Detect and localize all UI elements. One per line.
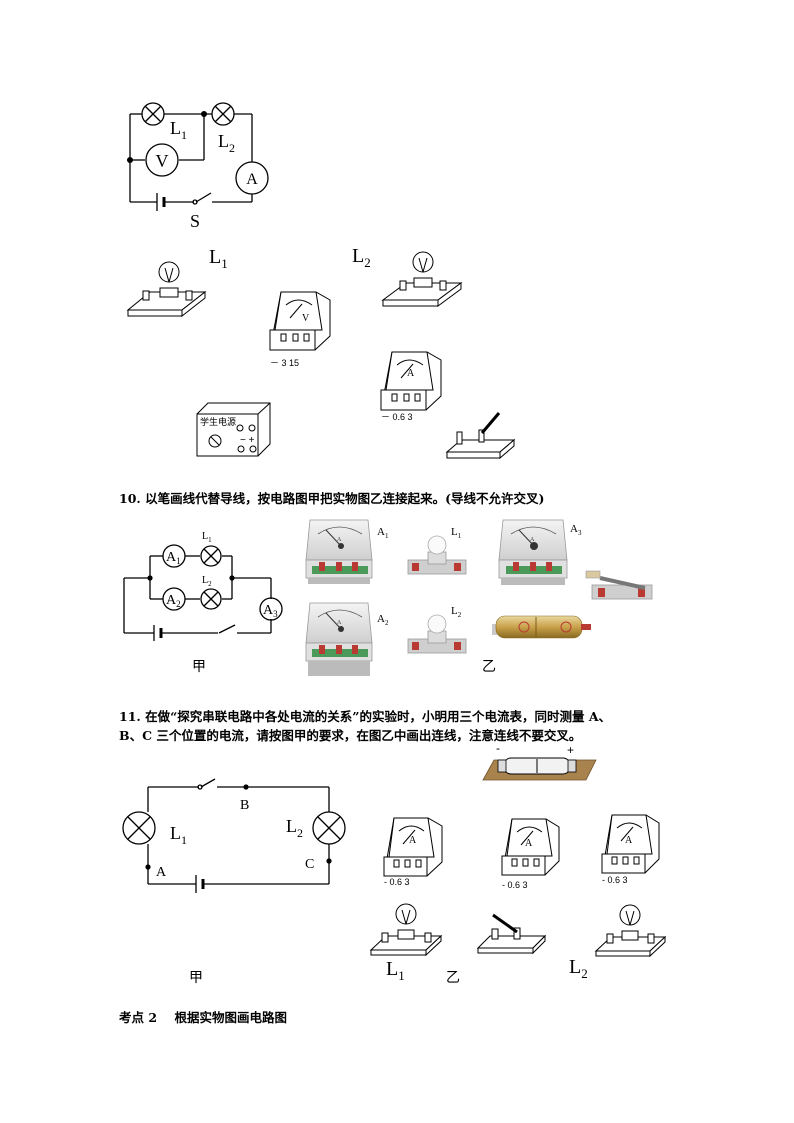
photo-ammeter-a2: A — [305, 602, 373, 676]
voltmeter-letter: V — [302, 313, 310, 324]
object-label-l1-q11: L1 — [386, 958, 405, 983]
ammeter-2-scale: - 0.6 3 — [502, 880, 528, 890]
circuit-a1: A1 — [166, 550, 181, 566]
ammeter-device — [380, 351, 442, 411]
photo-label-a3: A3 — [570, 523, 582, 537]
object-label-l2-q11: L2 — [569, 956, 588, 981]
photo-meter-letter-a2: A — [337, 620, 342, 626]
battery-plus: + — [567, 743, 574, 757]
bulb-board-l1-q11 — [369, 903, 443, 957]
object-label-l1: L1 — [209, 246, 228, 271]
photo-battery-pack — [492, 615, 591, 639]
bulb-board-l2 — [381, 251, 463, 307]
power-supply — [196, 402, 271, 457]
circuit-a2: A2 — [166, 593, 181, 609]
point-a: A — [156, 865, 167, 880]
photo-label-l1: L1 — [451, 526, 462, 540]
battery-on-board — [482, 757, 597, 781]
photo-meter-letter-a1: A — [337, 537, 342, 543]
voltmeter-symbol: V — [156, 151, 169, 171]
label-l1: L1 — [170, 118, 187, 142]
section-heading: 考点 2 根据实物图画电路图 — [119, 1010, 287, 1025]
label-l1-q11: L1 — [170, 823, 187, 847]
caption-jia-q11: 甲 — [189, 971, 203, 986]
photo-label-a1: A1 — [377, 526, 389, 540]
circuit-l2: L2 — [202, 575, 212, 588]
object-label-l2: L2 — [352, 245, 371, 270]
circuit-a3: A3 — [263, 603, 278, 619]
photo-label-a2: A2 — [377, 613, 389, 627]
supply-terminal-marks: − + — [240, 435, 255, 446]
voltmeter-device — [269, 291, 331, 351]
photo-ammeter-a1: A — [305, 519, 373, 584]
question-11-line1: 11. 在做“探究串联电路中各处电流的关系”的实验时，小明用三个电流表，同时测量… — [119, 709, 612, 724]
photo-knife-switch — [585, 570, 653, 600]
circuit-l1: L1 — [202, 531, 212, 544]
ammeter-scale: － 0.6 3 — [381, 412, 413, 422]
question-11-line2: B、C 三个位置的电流，请按图甲的要求，在图乙中画出连线，注意连线不要交叉。 — [119, 728, 582, 743]
bulb-board-l2-q11 — [594, 904, 667, 958]
label-l2-q11: L2 — [286, 816, 303, 840]
ammeter-3-scale: - 0.6 3 — [602, 875, 628, 885]
power-supply-label: 学生电源 — [200, 416, 236, 427]
knife-switch-q11 — [476, 913, 547, 955]
ammeter-2-q11 — [501, 818, 560, 876]
caption-yi-q11: 乙 — [446, 970, 460, 986]
battery-minus: - — [496, 741, 500, 755]
photo-label-l2: L2 — [451, 605, 462, 619]
ammeter-3-q11 — [601, 814, 660, 874]
bulb-board-l1 — [126, 261, 207, 318]
ammeter-3-letter: A — [625, 835, 633, 846]
question-10-text: 10. 以笔画线代替导线，按电路图甲把实物图乙连接起来。(导线不允许交叉) — [119, 491, 545, 506]
ammeter-symbol: A — [246, 171, 258, 188]
photo-meter-letter-a3: A — [530, 537, 535, 543]
ammeter-2-letter: A — [525, 838, 533, 849]
ammeter-1-q11 — [383, 817, 443, 877]
knife-switch — [445, 412, 516, 460]
ammeter-1-scale: - 0.6 3 — [384, 877, 410, 887]
photo-bulb-l1 — [407, 535, 467, 575]
ammeter-letter: A — [407, 368, 415, 379]
voltmeter-scale: － 3 15 — [270, 358, 299, 368]
label-l2: L2 — [218, 131, 235, 155]
caption-yi-q10: 乙 — [482, 659, 496, 675]
label-switch: S — [190, 211, 200, 231]
photo-ammeter-a3: A — [498, 519, 568, 585]
point-c: C — [305, 857, 314, 872]
point-b: B — [240, 798, 249, 813]
ammeter-1-letter: A — [409, 835, 417, 846]
caption-jia-q10: 甲 — [192, 660, 206, 675]
photo-bulb-l2 — [407, 614, 467, 654]
